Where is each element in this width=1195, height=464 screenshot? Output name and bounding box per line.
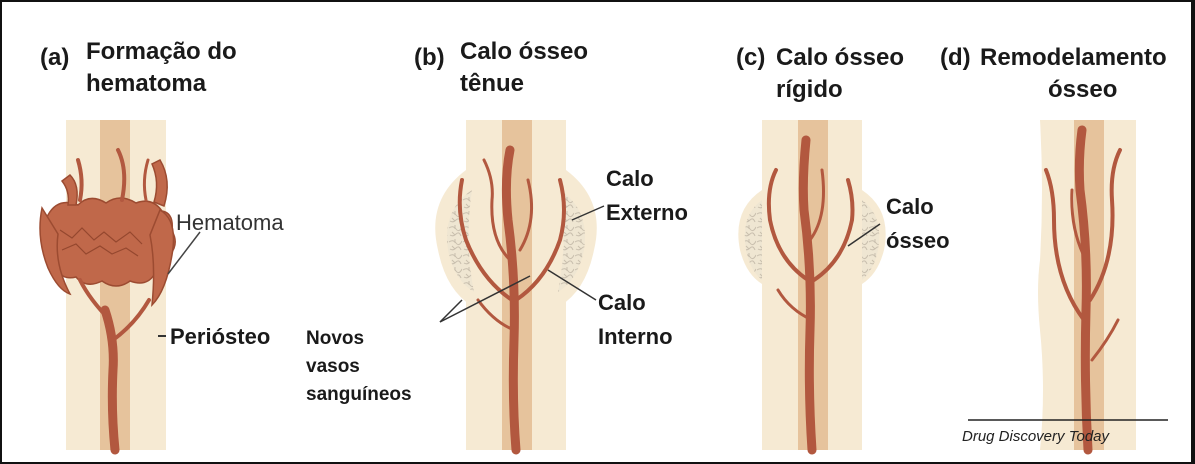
calo-osseo-label-line1: Calo: [886, 194, 934, 219]
panel-c-title-line2: rígido: [776, 76, 843, 104]
credit-text: Drug Discovery Today: [962, 428, 1109, 445]
novos-vasos-label-line3: sanguíneos: [306, 384, 412, 406]
panel-b-title-line1: Calo ósseo: [460, 38, 588, 66]
panel-a-title-line2: hematoma: [86, 70, 206, 98]
novos-vasos-label-line1: Novos: [306, 328, 364, 350]
hematoma-label: Hematoma: [176, 210, 284, 235]
novos-vasos-label-line2: vasos: [306, 356, 360, 378]
panel-b-letter: (b): [414, 44, 445, 72]
panel-d-title-line1: Remodelamento: [980, 44, 1167, 72]
panel-a-title-line1: Formação do: [86, 38, 237, 66]
calo-interno-label-line2: Interno: [598, 324, 673, 349]
panel-d-letter: (d): [940, 44, 971, 72]
panel-b-title-line2: tênue: [460, 70, 524, 98]
panel-a-letter: (a): [40, 44, 69, 72]
calo-osseo-label-line2: ósseo: [886, 228, 950, 253]
novos-vasos-leader-1: [440, 300, 462, 322]
panel-d-title-line2: ósseo: [1048, 76, 1117, 104]
calo-externo-label-line2: Externo: [606, 200, 688, 225]
panel-c-letter: (c): [736, 44, 765, 72]
calo-externo-label-line1: Calo: [606, 166, 654, 191]
periosteo-label: Periósteo: [170, 324, 270, 349]
calo-interno-label-line1: Calo: [598, 290, 646, 315]
panel-c-title-line1: Calo ósseo: [776, 44, 904, 72]
